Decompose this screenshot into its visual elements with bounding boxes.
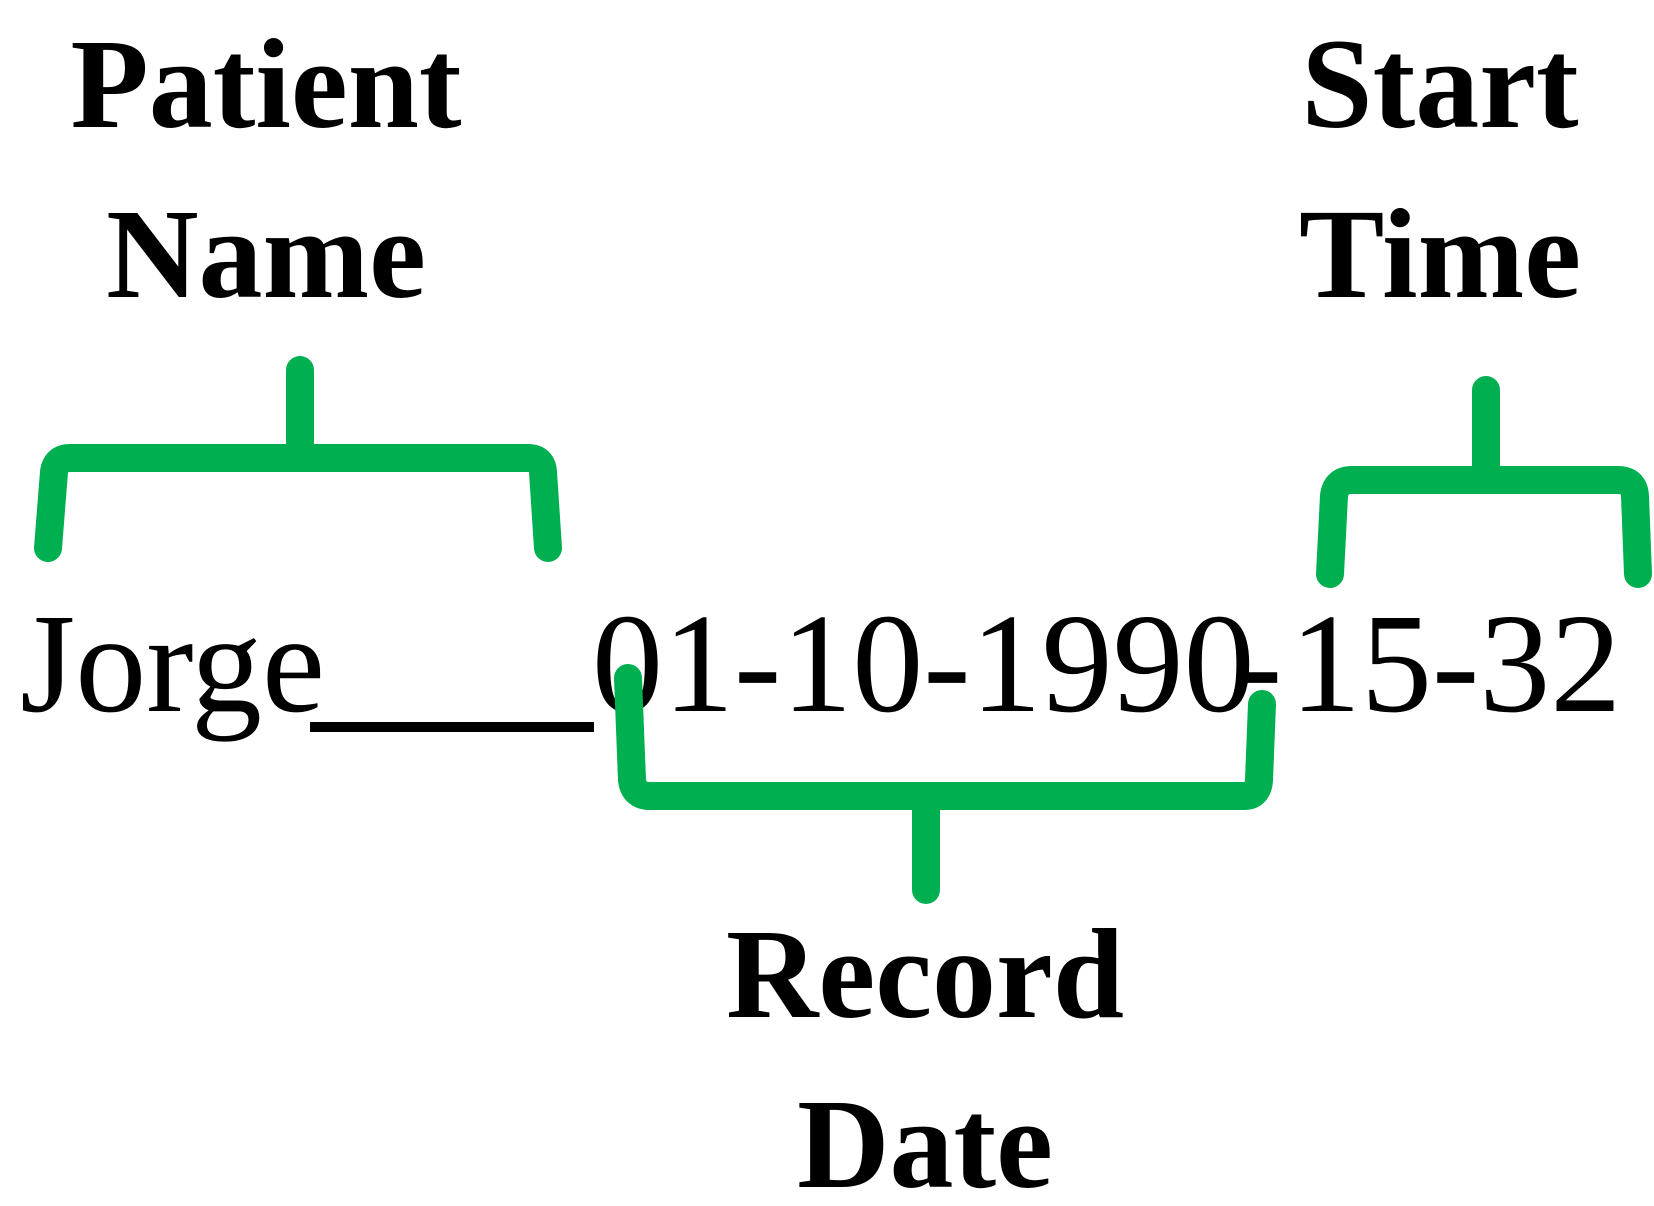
patient-name-bracket (34, 356, 562, 562)
patient-name-label-line2: Name (106, 183, 426, 325)
filename-dash-separator: - (1235, 584, 1283, 742)
patient-name-label-line1: Patient (70, 13, 462, 155)
record-date-label: Record Date (665, 910, 1185, 1206)
start-time-bracket (1316, 376, 1652, 588)
start-time-label-line2: Time (1298, 183, 1582, 325)
start-time-label: Start Time (1245, 20, 1635, 318)
filename-name-segment: Jorge (20, 584, 326, 742)
filename-time-segment: 15-32 (1290, 584, 1622, 742)
filename-date-segment: 01-10-1990 (592, 584, 1255, 742)
filename-underscore-separator (310, 722, 594, 732)
record-date-label-line1: Record (725, 903, 1125, 1045)
patient-name-label: Patient Name (16, 20, 516, 318)
start-time-label-line1: Start (1301, 13, 1579, 155)
record-date-label-line2: Date (797, 1073, 1053, 1206)
